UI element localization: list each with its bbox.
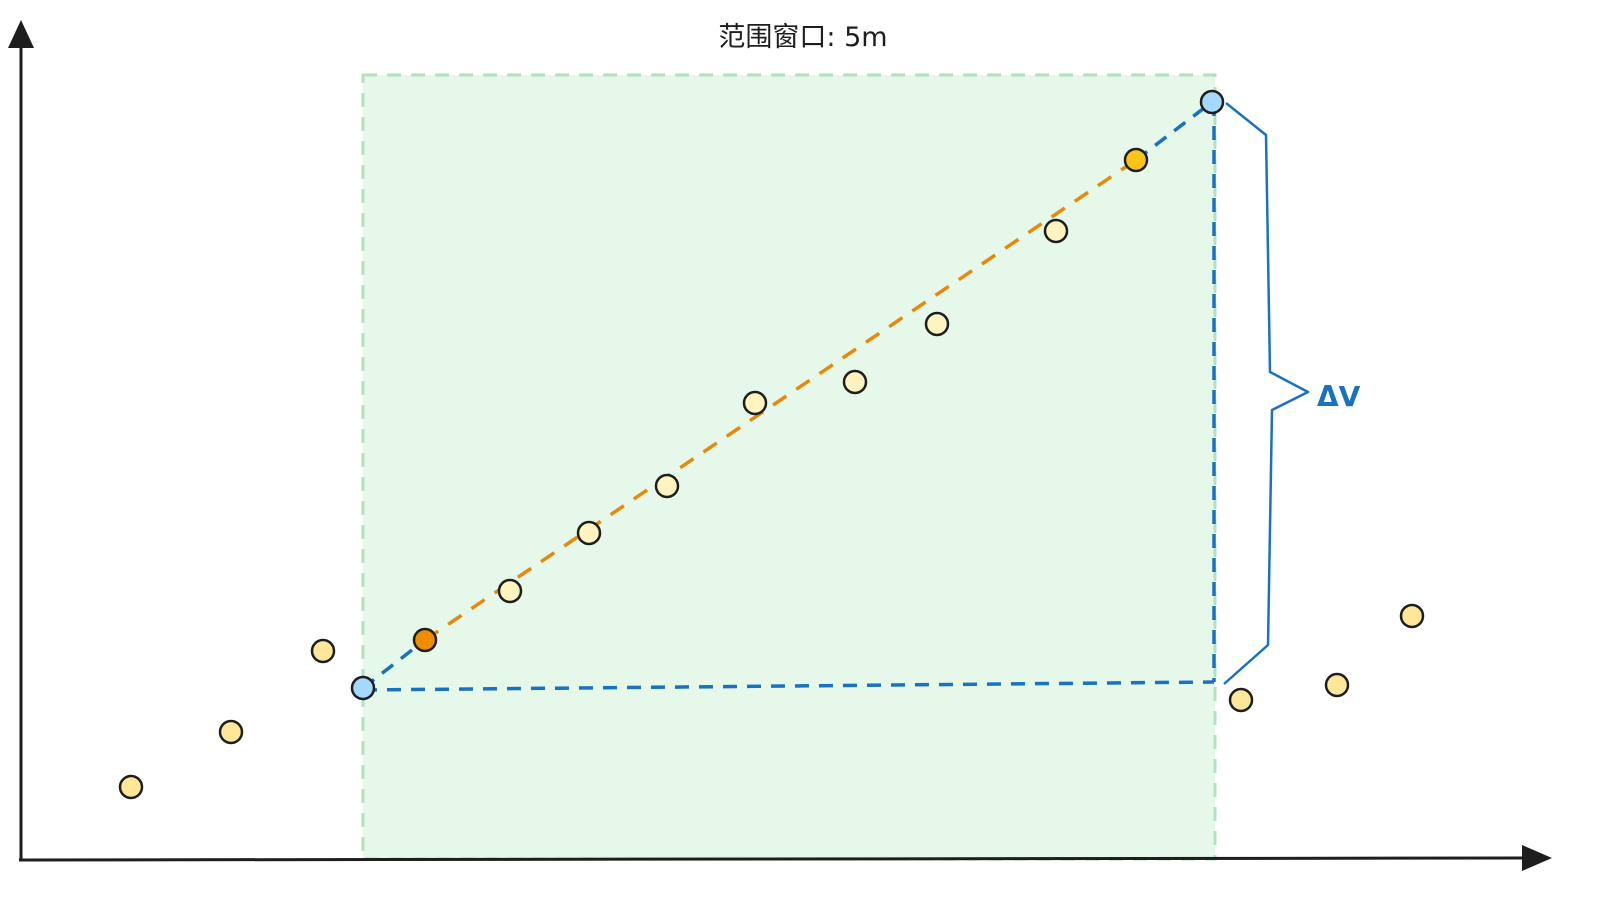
delta-lines [361,100,1216,692]
point-window-last [1123,147,1149,173]
point-window-9 [1043,218,1069,244]
point-window-6 [742,390,768,416]
delta-brace [1223,102,1310,685]
last-to-end-line [1134,100,1214,162]
x-axis-arrow [1522,845,1552,871]
axes [8,20,1552,871]
point-outside-4 [1228,687,1254,713]
trend-line [424,158,1137,642]
baseline-line [362,680,1215,692]
point-window-3 [497,578,523,604]
point-outside-5 [1324,672,1350,698]
delta-v-label: ΔV [1317,380,1361,413]
point-outside-3 [310,638,336,664]
point-outside-6 [1399,603,1425,629]
point-window-7 [842,369,868,395]
point-window-end [1199,89,1225,115]
point-outside-1 [118,774,144,800]
x-axis [18,856,1529,862]
point-window-8 [924,311,950,337]
points-layer [118,89,1425,800]
start-to-first-line [361,638,427,690]
point-window-5 [654,473,680,499]
window-title: 范围窗口: 5m [718,22,887,53]
point-window-4 [576,520,602,546]
point-outside-2 [218,719,244,745]
point-window-start [350,675,376,701]
range-window [361,73,1217,861]
y-axis-arrow [8,20,34,48]
point-window-first [412,627,438,653]
